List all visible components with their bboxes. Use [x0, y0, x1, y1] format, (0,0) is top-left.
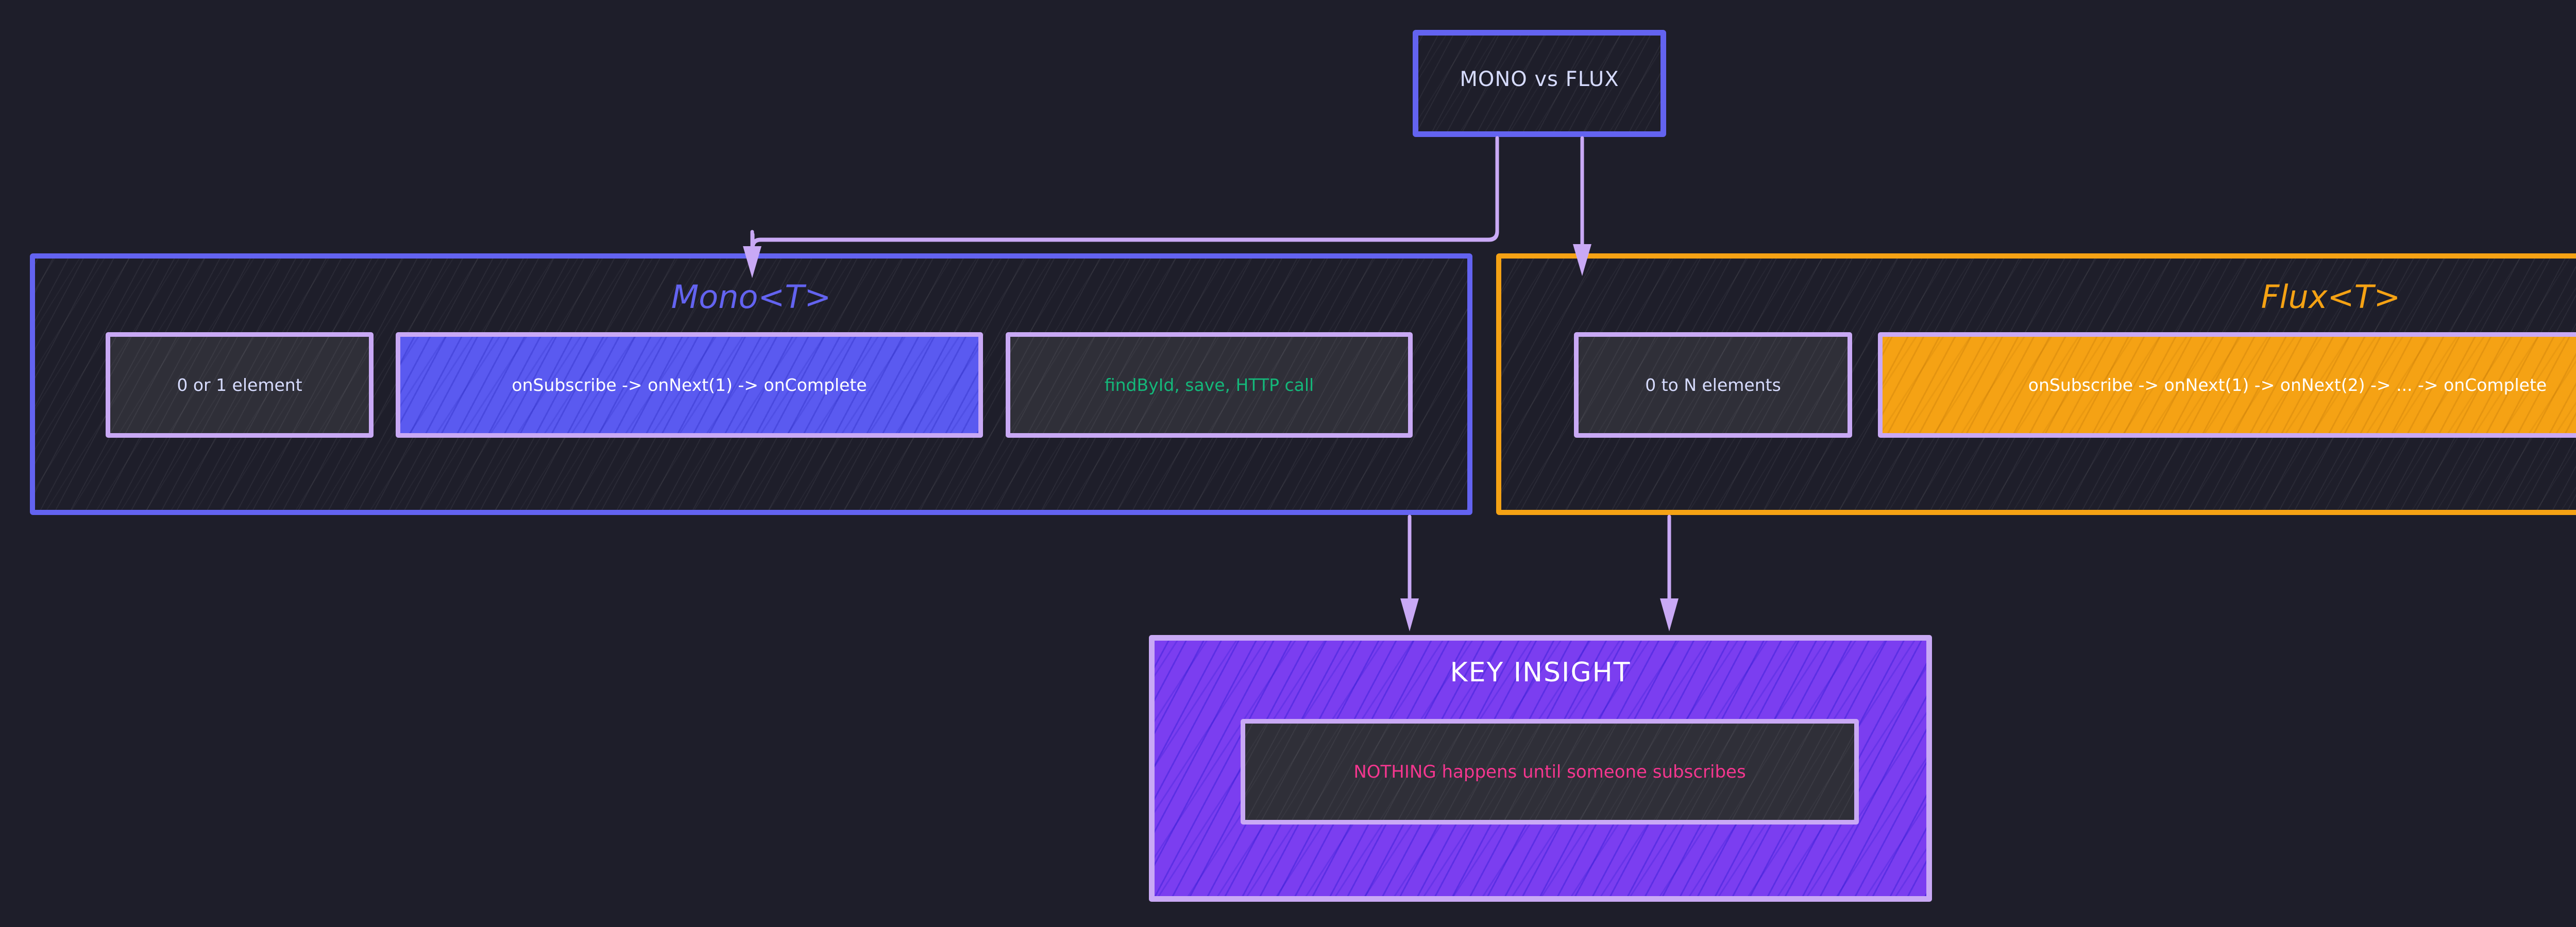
flux-chip-cardinality[interactable]: 0 to N elements: [1574, 332, 1852, 438]
mono-title: Mono<T>: [671, 278, 832, 316]
flux-chip-signal-pipeline[interactable]: onSubscribe -> onNext(1) -> onNext(2) ->…: [1878, 332, 2576, 438]
connector-mono-to-key: [1400, 514, 1419, 631]
mono-chip-label: findById, save, HTTP call: [1104, 375, 1314, 395]
flux-chip-label: onSubscribe -> onNext(1) -> onNext(2) ->…: [2028, 375, 2547, 395]
mono-chip-use-cases[interactable]: findById, save, HTTP call: [1006, 332, 1413, 438]
mono-vs-flux-title: MONO vs FLUX: [1460, 67, 1619, 91]
key-insight-title: KEY INSIGHT: [1450, 657, 1631, 688]
mono-chip-signal-pipeline[interactable]: onSubscribe -> onNext(1) -> onComplete: [396, 332, 983, 438]
sketch-overshoot: [32, 253, 45, 258]
connector-flux-to-key: [1660, 514, 1679, 631]
key-insight-statement-box[interactable]: NOTHING happens until someone subscribes: [1241, 719, 1859, 825]
mono-vs-flux-title-box[interactable]: MONO vs FLUX: [1413, 30, 1666, 137]
key-insight-statement: NOTHING happens until someone subscribes: [1353, 761, 1746, 782]
sketch-overshoot: [1660, 136, 1666, 137]
sketch-overshoot: [1414, 30, 1429, 35]
arrowhead: [1660, 598, 1679, 631]
flux-title: Flux<T>: [2261, 278, 2401, 316]
mono-chip-cardinality[interactable]: 0 or 1 element: [106, 332, 374, 438]
mono-chip-label: onSubscribe -> onNext(1) -> onComplete: [512, 375, 867, 395]
arrowhead: [1400, 598, 1419, 631]
flux-chip-label: 0 to N elements: [1645, 375, 1781, 395]
mono-chip-label: 0 or 1 element: [177, 375, 302, 395]
sketch-overshoot: [1498, 253, 1512, 258]
sketch-overshoot: [1457, 510, 1472, 514]
